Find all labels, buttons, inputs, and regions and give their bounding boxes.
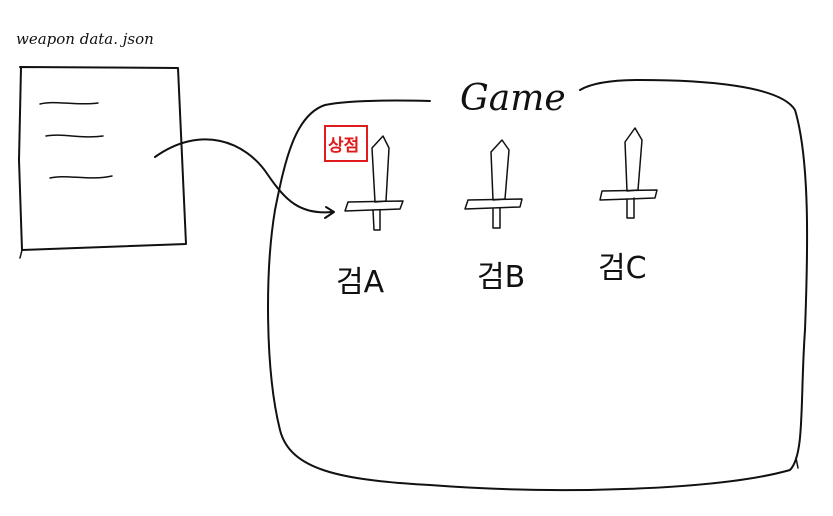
load-arrow xyxy=(154,138,335,219)
shop-badge: 상점 xyxy=(324,125,368,162)
shop-badge-label: 상점 xyxy=(328,136,359,156)
game-title: Game xyxy=(460,78,566,119)
sword-icon xyxy=(599,127,658,219)
sword-icon xyxy=(464,139,523,229)
file-name-label: weapon data. json xyxy=(16,30,154,48)
sword-a: 검A xyxy=(336,135,404,300)
sword-a-label: 검A xyxy=(336,265,385,300)
game-region xyxy=(267,79,809,491)
sword-c-label: 검C xyxy=(598,251,647,286)
sword-icon xyxy=(344,135,404,231)
json-document xyxy=(18,66,187,259)
sword-c: 검C xyxy=(598,127,658,286)
sword-b-label: 검B xyxy=(477,260,525,295)
sword-b: 검B xyxy=(464,139,525,295)
